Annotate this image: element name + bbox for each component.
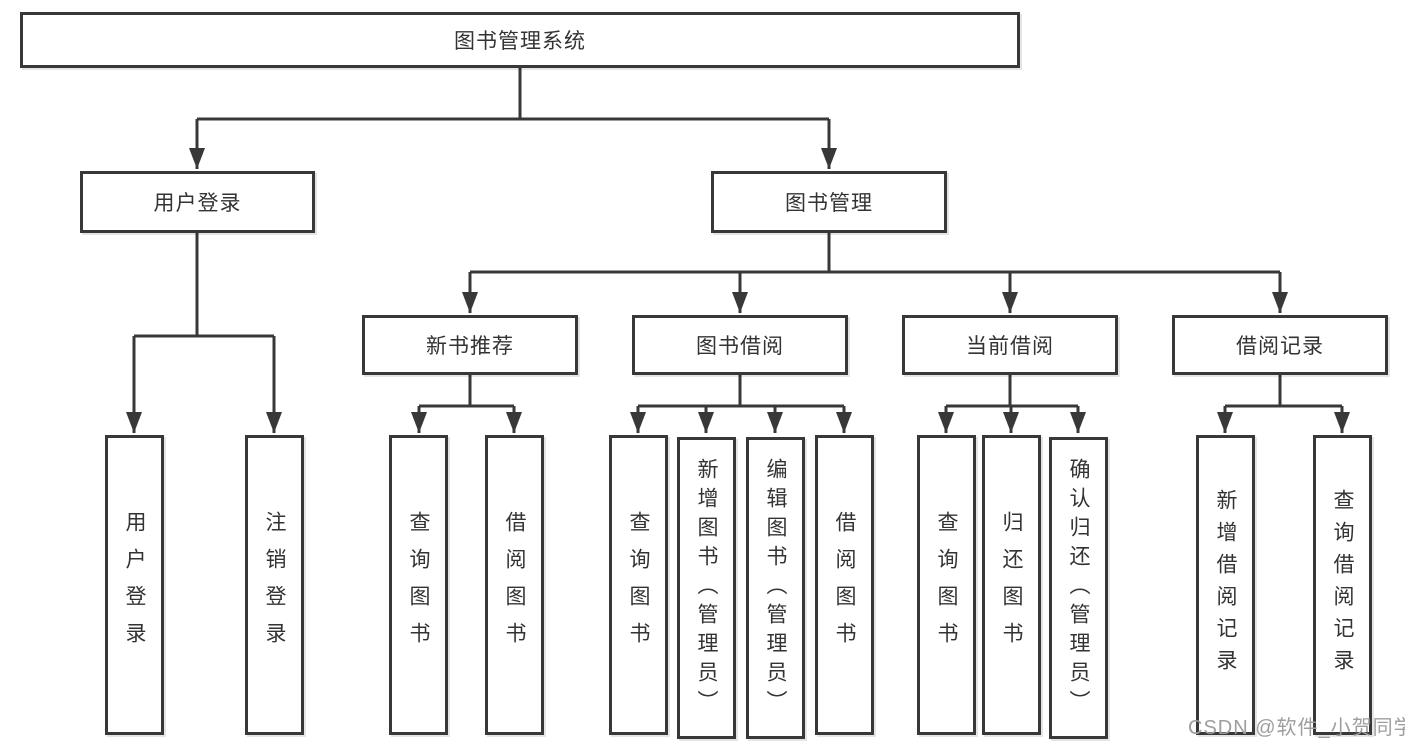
wires-root-to-level2 bbox=[189, 68, 837, 169]
node-borrow-records-label: 借阅记录 bbox=[1236, 335, 1324, 358]
leaf-recommend-query-books: 查询图书 bbox=[389, 435, 448, 735]
leaf-return-books-label: 归还图书 bbox=[1000, 511, 1023, 659]
node-new-book-recommend: 新书推荐 bbox=[362, 315, 578, 375]
node-book-management-label: 图书管理 bbox=[785, 192, 873, 215]
leaf-borrow-borrow-books: 借阅图书 bbox=[815, 435, 874, 735]
leaf-confirm-return-admin-label: 确认归还（管理员） bbox=[1067, 457, 1090, 719]
node-user-login-label: 用户登录 bbox=[153, 192, 242, 215]
node-system-root-label: 图书管理系统 bbox=[454, 30, 586, 53]
node-current-borrow-label: 当前借阅 bbox=[966, 335, 1054, 358]
leaf-recommend-borrow-books-label: 借阅图书 bbox=[503, 511, 526, 659]
leaf-add-borrow-record: 新增借阅记录 bbox=[1196, 435, 1255, 735]
leaf-borrow-borrow-books-label: 借阅图书 bbox=[833, 511, 856, 659]
leaf-recommend-borrow-books: 借阅图书 bbox=[485, 435, 544, 735]
node-book-management: 图书管理 bbox=[711, 171, 947, 233]
node-user-login: 用户登录 bbox=[80, 171, 315, 233]
node-book-borrow: 图书借阅 bbox=[632, 315, 848, 375]
node-borrow-records: 借阅记录 bbox=[1172, 315, 1388, 375]
leaf-edit-book-admin: 编辑图书（管理员） bbox=[746, 437, 805, 739]
wires-user-login bbox=[126, 233, 282, 433]
leaf-borrow-query-books-label: 查询图书 bbox=[627, 511, 650, 659]
leaf-edit-book-admin-label: 编辑图书（管理员） bbox=[764, 457, 787, 719]
leaf-logout: 注销登录 bbox=[245, 435, 304, 735]
leaf-query-borrow-record: 查询借阅记录 bbox=[1313, 435, 1372, 735]
wires-current-borrow bbox=[938, 375, 1086, 433]
leaf-user-login-label: 用户登录 bbox=[123, 511, 146, 659]
wires-book-management bbox=[462, 233, 1288, 313]
leaf-current-query-books-label: 查询图书 bbox=[935, 511, 958, 659]
leaf-user-login: 用户登录 bbox=[105, 435, 164, 735]
leaf-add-borrow-record-label: 新增借阅记录 bbox=[1214, 489, 1237, 681]
leaf-logout-label: 注销登录 bbox=[263, 511, 286, 659]
leaf-current-query-books: 查询图书 bbox=[917, 435, 976, 735]
leaf-return-books: 归还图书 bbox=[982, 435, 1041, 735]
wires-borrow-records bbox=[1217, 375, 1350, 433]
wires-book-borrow bbox=[630, 375, 852, 433]
leaf-recommend-query-books-label: 查询图书 bbox=[407, 511, 430, 659]
node-system-root: 图书管理系统 bbox=[20, 12, 1020, 68]
leaf-add-book-admin: 新增图书（管理员） bbox=[677, 437, 736, 739]
watermark-text: CSDN @软件_小贺同学 bbox=[1188, 717, 1405, 739]
node-new-book-recommend-label: 新书推荐 bbox=[426, 335, 514, 358]
leaf-confirm-return-admin: 确认归还（管理员） bbox=[1049, 437, 1108, 739]
leaf-borrow-query-books: 查询图书 bbox=[609, 435, 668, 735]
leaf-add-book-admin-label: 新增图书（管理员） bbox=[695, 457, 718, 719]
wires-new-book-recommend bbox=[411, 375, 522, 433]
node-book-borrow-label: 图书借阅 bbox=[696, 335, 784, 358]
leaf-query-borrow-record-label: 查询借阅记录 bbox=[1331, 489, 1354, 681]
node-current-borrow: 当前借阅 bbox=[902, 315, 1118, 375]
